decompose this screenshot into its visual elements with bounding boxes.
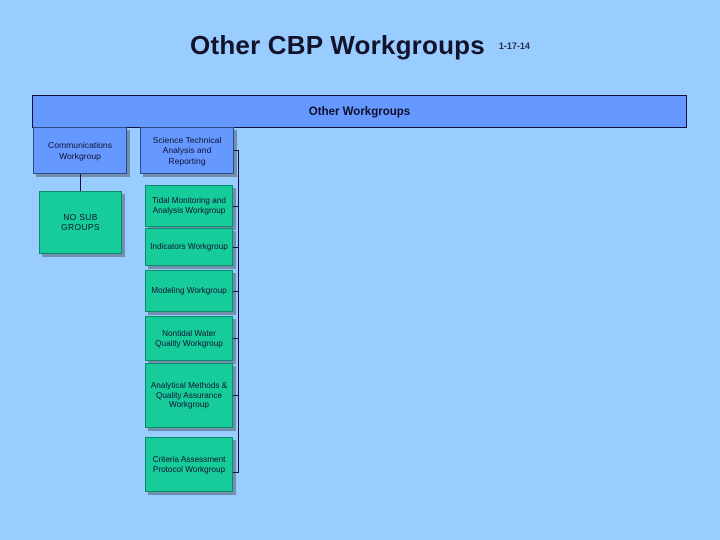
connector-child-6 [233,472,239,473]
node-communications-workgroup[interactable]: Communications Workgroup [33,127,127,174]
slide-date: 1-17-14 [498,41,530,51]
connector-communications-vertical [80,174,81,191]
node-label: Criteria Assessment Protocol Workgroup [152,454,226,474]
node-label: Analytical Methods & Quality Assurance W… [150,380,228,410]
connector-parent-stub [234,150,238,151]
node-label: Tidal Monitoring and Analysis Workgroup [152,196,226,215]
node-label: Communications Workgroup [48,140,112,161]
connector-child-4 [233,338,239,339]
node-science-technical-analysis-and-reporting[interactable]: Science Technical Analysis and Reporting [140,127,234,174]
page-title: Other CBP Workgroups [190,30,485,60]
node-criteria-assessment-protocol-workgroup[interactable]: Criteria Assessment Protocol Workgroup [145,437,233,492]
title-row: Other CBP Workgroups 1-17-14 [0,30,720,61]
connector-spine-vertical [238,150,239,472]
node-label: Indicators Workgroup [150,242,228,252]
header-banner: Other Workgroups [32,95,687,128]
node-analytical-methods-and-quality-assurance-workgroup[interactable]: Analytical Methods & Quality Assurance W… [145,363,233,428]
node-no-sub-groups[interactable]: NO SUB GROUPS [39,191,122,254]
node-label: NO SUB GROUPS [61,211,100,232]
node-modeling-workgroup[interactable]: Modeling Workgroup [145,270,233,312]
header-banner-label: Other Workgroups [308,105,411,118]
node-nontidal-water-quality-workgroup[interactable]: Nontidal Water Quality Workgroup [145,316,233,361]
connector-child-1 [233,206,239,207]
node-label: Modeling Workgroup [151,286,227,296]
node-label: Science Technical Analysis and Reporting [152,135,222,166]
node-tidal-monitoring-and-analysis-workgroup[interactable]: Tidal Monitoring and Analysis Workgroup [145,185,233,227]
node-indicators-workgroup[interactable]: Indicators Workgroup [145,228,233,266]
connector-child-3 [233,291,239,292]
connector-child-5 [233,395,239,396]
node-label: Nontidal Water Quality Workgroup [155,328,223,348]
connector-child-2 [233,247,239,248]
